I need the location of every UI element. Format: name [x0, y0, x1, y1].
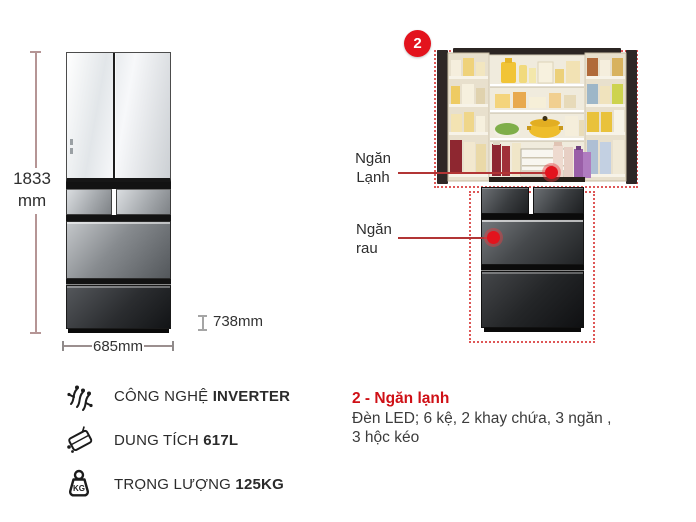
kg-icon-text: KG — [73, 484, 85, 493]
cool-compartment-marker — [545, 166, 558, 179]
door-handle — [70, 139, 73, 145]
depth-dimension-cap-top — [198, 315, 207, 317]
fridge-front-view — [66, 52, 171, 333]
height-dimension-label: 1833 mm — [13, 169, 51, 210]
spec-list: CÔNG NGHỆ INVERTER DUNG TÍCH 617L KG — [62, 379, 290, 511]
description-line-1: Đèn LED; 6 kệ, 2 khay chứa, 3 ngăn , — [352, 410, 612, 427]
width-dimension-label: 685mm — [92, 337, 144, 355]
capacity-icon — [67, 426, 93, 453]
description-title: 2 - Ngăn lạnh — [352, 390, 450, 407]
fridge-bottom-drawer — [66, 285, 171, 329]
depth-dimension-label: 738mm — [213, 313, 264, 330]
interior-shelves — [490, 84, 584, 142]
spec-row-inverter: CÔNG NGHỆ INVERTER — [62, 379, 290, 413]
fridge-open-view-lower-drawers — [481, 187, 584, 332]
compartment-description: 2 - Ngăn lạnh Đèn LED; 6 kệ, 2 khay chứa… — [352, 389, 682, 447]
veg-compartment-callout-line — [398, 237, 493, 239]
spec-row-weight: KG TRỌNG LƯỢNG 125KG — [62, 467, 290, 501]
fridge-open-view — [437, 48, 637, 184]
weight-icon: KG — [69, 469, 89, 497]
width-dimension: 685mm — [62, 337, 174, 355]
inverter-icon — [67, 385, 93, 411]
fridge-french-doors — [66, 52, 171, 182]
right-door-bins — [586, 58, 625, 177]
spec-text-weight: TRỌNG LƯỢNG 125KG — [114, 475, 284, 493]
cool-compartment-label: Ngăn Lạnh — [355, 150, 391, 186]
depth-dimension-cap-bottom — [198, 329, 207, 331]
veg-compartment-label: Ngăn rau — [356, 221, 392, 257]
veg-compartment-marker — [487, 231, 500, 244]
fridge-small-drawers — [66, 189, 171, 215]
spec-row-capacity: DUNG TÍCH 617L — [62, 423, 290, 457]
left-door-bins — [449, 58, 488, 177]
height-dimension-line — [35, 52, 37, 168]
description-line-2: 3 hộc kéo — [352, 429, 420, 446]
veg-compartment-outline — [469, 191, 595, 343]
height-dimension-cap-bottom — [30, 332, 41, 334]
spec-text-capacity: DUNG TÍCH 617L — [114, 431, 239, 449]
spec-text-inverter: CÔNG NGHỆ INVERTER — [114, 387, 291, 405]
depth-dimension-line — [202, 317, 204, 329]
cool-compartment-callout-line — [398, 172, 551, 174]
fridge-middle-drawer — [66, 221, 171, 279]
callout-badge: 2 — [404, 30, 431, 57]
door-divider — [113, 53, 115, 178]
